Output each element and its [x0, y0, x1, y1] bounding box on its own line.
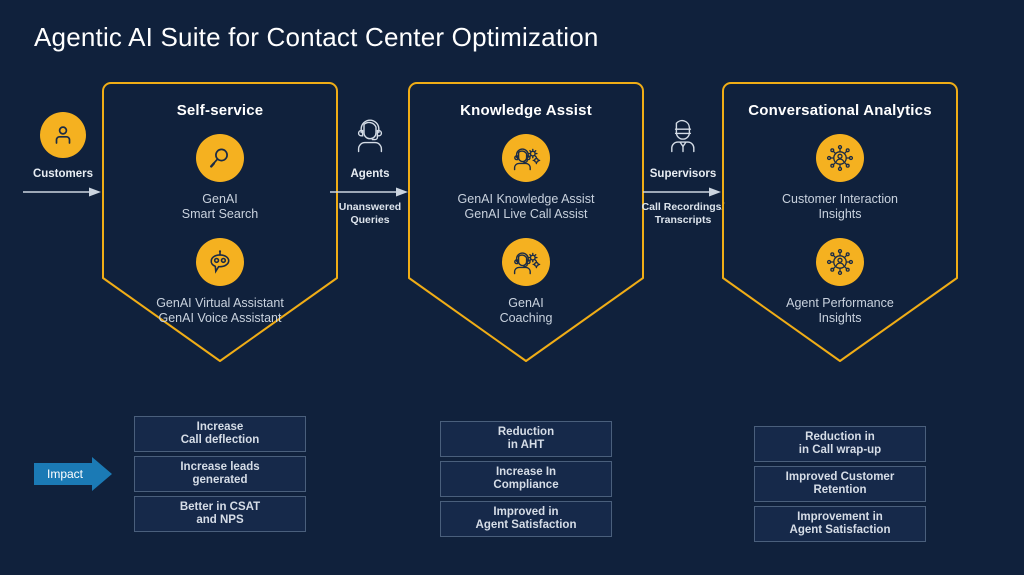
- pillar-self-service: Self-service GenAI Smart Search: [102, 82, 338, 362]
- feature-label: GenAI Virtual Assistant GenAI Voice Assi…: [156, 296, 284, 325]
- pillar-title: Self-service: [176, 102, 264, 119]
- feature-label: GenAI Smart Search: [181, 192, 259, 221]
- insights-network-icon: [816, 238, 864, 286]
- impact-column-conversational-analytics: Reduction in in Call wrap-up Improved Cu…: [754, 426, 926, 542]
- feature-label: GenAI Knowledge Assist GenAI Live Call A…: [457, 192, 595, 221]
- pillar-outline: [722, 82, 958, 362]
- agent-headset-icon: [328, 114, 412, 156]
- pillar-features: GenAI Smart Search GenAI Virtual Assista…: [102, 134, 338, 326]
- impact-box: Improved in Agent Satisfaction: [440, 501, 612, 537]
- pillar-features: GenAI Knowledge Assist GenAI Live Call A…: [408, 134, 644, 326]
- impact-box: Reduction in in Call wrap-up: [754, 426, 926, 462]
- impact-box: Improved Customer Retention: [754, 466, 926, 502]
- arrow-right-icon: [21, 186, 105, 198]
- impact-box: Increase leads generated: [134, 456, 306, 492]
- impact-box: Increase In Compliance: [440, 461, 612, 497]
- feature-label: GenAI Coaching: [499, 296, 553, 325]
- actor-supervisors: Supervisors Call Recordings/ Transcripts: [641, 114, 725, 226]
- impact-arrow-badge: Impact: [34, 457, 112, 491]
- feature-label: Customer Interaction Insights: [781, 192, 899, 221]
- feature-item: GenAI Virtual Assistant GenAI Voice Assi…: [102, 238, 338, 326]
- arrow-right-icon: [328, 186, 412, 198]
- feature-label: Agent Performance Insights: [786, 296, 894, 325]
- person-avatar-icon: [21, 112, 105, 158]
- impact-column-knowledge-assist: Reduction in AHT Increase In Compliance …: [440, 421, 612, 537]
- magnifier-icon: [196, 134, 244, 182]
- pillar-knowledge-assist: Knowledge Assist: [408, 82, 644, 362]
- pillar-features: Customer Interaction Insights Age: [722, 134, 958, 326]
- chatbot-icon: [196, 238, 244, 286]
- insights-network-icon: [816, 134, 864, 182]
- impact-box: Better in CSAT and NPS: [134, 496, 306, 532]
- pillar-title: Knowledge Assist: [460, 102, 592, 119]
- actor-caption: Unanswered Queries: [338, 201, 402, 226]
- feature-item: GenAI Smart Search: [102, 134, 338, 222]
- supervisor-icon: [641, 114, 725, 156]
- actor-customers: Customers: [21, 112, 105, 201]
- arrow-right-icon: [641, 186, 725, 198]
- pillar-outline: [408, 82, 644, 362]
- impact-label: Impact: [46, 467, 83, 481]
- impact-box: Reduction in AHT: [440, 421, 612, 457]
- actor-label: Agents: [350, 168, 390, 180]
- feature-item: Customer Interaction Insights: [722, 134, 958, 222]
- page-title: Agentic AI Suite for Contact Center Opti…: [34, 22, 599, 52]
- pillar-conversational-analytics: Conversational Analytics Customer I: [722, 82, 958, 362]
- agent-gears-icon: [502, 134, 550, 182]
- agent-gears-icon: [502, 238, 550, 286]
- actor-label: Supervisors: [649, 168, 717, 180]
- feature-item: Agent Performance Insights: [722, 238, 958, 326]
- pillar-title: Conversational Analytics: [748, 102, 932, 119]
- feature-item: GenAI Coaching: [408, 238, 644, 326]
- impact-column-self-service: Increase Call deflection Increase leads …: [134, 416, 306, 532]
- actor-agents: Agents Unanswered Queries: [328, 114, 412, 226]
- pillar-outline: [102, 82, 338, 362]
- impact-box: Improvement in Agent Satisfaction: [754, 506, 926, 542]
- actor-label: Customers: [32, 168, 94, 180]
- impact-box: Increase Call deflection: [134, 416, 306, 452]
- actor-caption: Call Recordings/ Transcripts: [641, 201, 725, 226]
- feature-item: GenAI Knowledge Assist GenAI Live Call A…: [408, 134, 644, 222]
